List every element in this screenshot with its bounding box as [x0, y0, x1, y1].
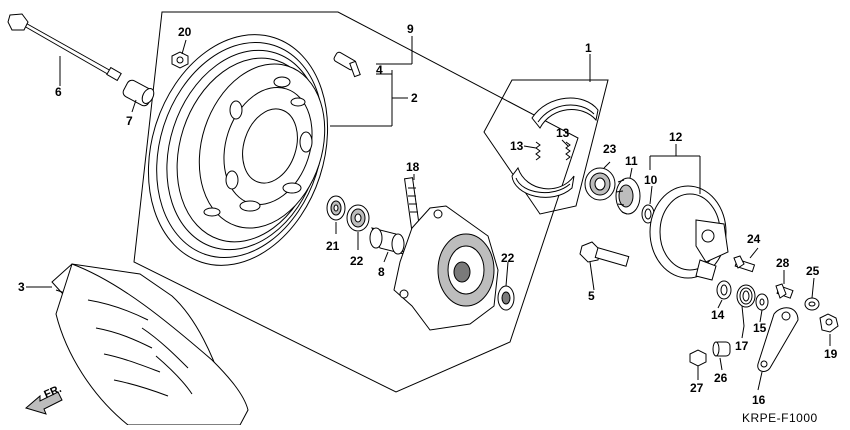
- part-label-5: 5: [588, 289, 595, 303]
- part-label-25: 25: [806, 264, 820, 278]
- wheel-hub: [393, 205, 499, 331]
- part-label-16: 16: [752, 393, 766, 407]
- shoe-spring-right: [565, 141, 571, 161]
- nut-20: [171, 51, 189, 69]
- part-label-9: 9: [407, 22, 414, 36]
- part-label-24: 24: [747, 232, 761, 246]
- pin-26: [712, 341, 731, 357]
- wheel-rim: [147, 34, 329, 266]
- oil-seal: [584, 167, 616, 201]
- part-label-18: 18: [406, 160, 420, 174]
- nut-27: [689, 349, 707, 367]
- bearing-22-left: [346, 204, 370, 232]
- brake-arm: [757, 307, 799, 372]
- part-label-6: 6: [55, 85, 62, 99]
- part-label-3: 3: [18, 280, 25, 294]
- part-label-7: 7: [126, 114, 133, 128]
- leader-lines: [26, 36, 831, 391]
- part-label-20: 20: [178, 25, 192, 39]
- axle-bolt: [7, 13, 122, 82]
- wheel-group-outline: [133, 11, 579, 393]
- washer-25: [804, 297, 820, 311]
- part-label-27: 27: [690, 381, 704, 395]
- collar: [122, 79, 155, 107]
- part-label-11: 11: [625, 154, 638, 168]
- part-label-13-left: 13: [510, 139, 524, 153]
- part-label-1: 1: [585, 41, 592, 55]
- stud-18: [403, 177, 421, 229]
- part-label-2: 2: [411, 91, 418, 105]
- nut-19: [819, 313, 839, 333]
- shoe-spring-left: [535, 141, 541, 161]
- bearing-21: [326, 195, 346, 221]
- brake-panel: [649, 185, 729, 281]
- part-label-13-right: 13: [556, 126, 570, 140]
- part-label-19: 19: [824, 347, 838, 361]
- part-label-8: 8: [378, 265, 385, 279]
- anchor-bolt: [579, 241, 630, 267]
- part-label-14: 14: [711, 308, 725, 322]
- bolt-24: [733, 255, 756, 273]
- brake-shoes: [511, 97, 599, 198]
- brake-shoe-group-outline: [483, 79, 609, 215]
- part-label-12: 12: [669, 130, 683, 144]
- gear: [615, 177, 641, 215]
- bearing-22-right: [497, 285, 515, 311]
- part-label-22-right: 22: [501, 251, 515, 265]
- part-label-15: 15: [753, 321, 767, 335]
- part-label-28: 28: [776, 256, 790, 270]
- part-label-26: 26: [714, 371, 728, 385]
- return-spring: [736, 284, 756, 327]
- indicator-plate: [755, 293, 769, 311]
- tire: [51, 263, 249, 426]
- bolt-28: [775, 283, 794, 299]
- part-label-21: 21: [326, 239, 340, 253]
- part-label-17: 17: [735, 339, 749, 353]
- washer-14: [716, 280, 732, 300]
- part-label-4: 4: [376, 63, 383, 77]
- diagram-code: KRPE-F1000: [742, 411, 818, 425]
- part-label-22-left: 22: [350, 254, 364, 268]
- part-label-23: 23: [603, 142, 617, 156]
- front-direction-arrow-icon: [24, 391, 63, 415]
- part-label-10: 10: [644, 173, 658, 187]
- distance-collar: [369, 227, 405, 255]
- tire-valve: [333, 51, 361, 78]
